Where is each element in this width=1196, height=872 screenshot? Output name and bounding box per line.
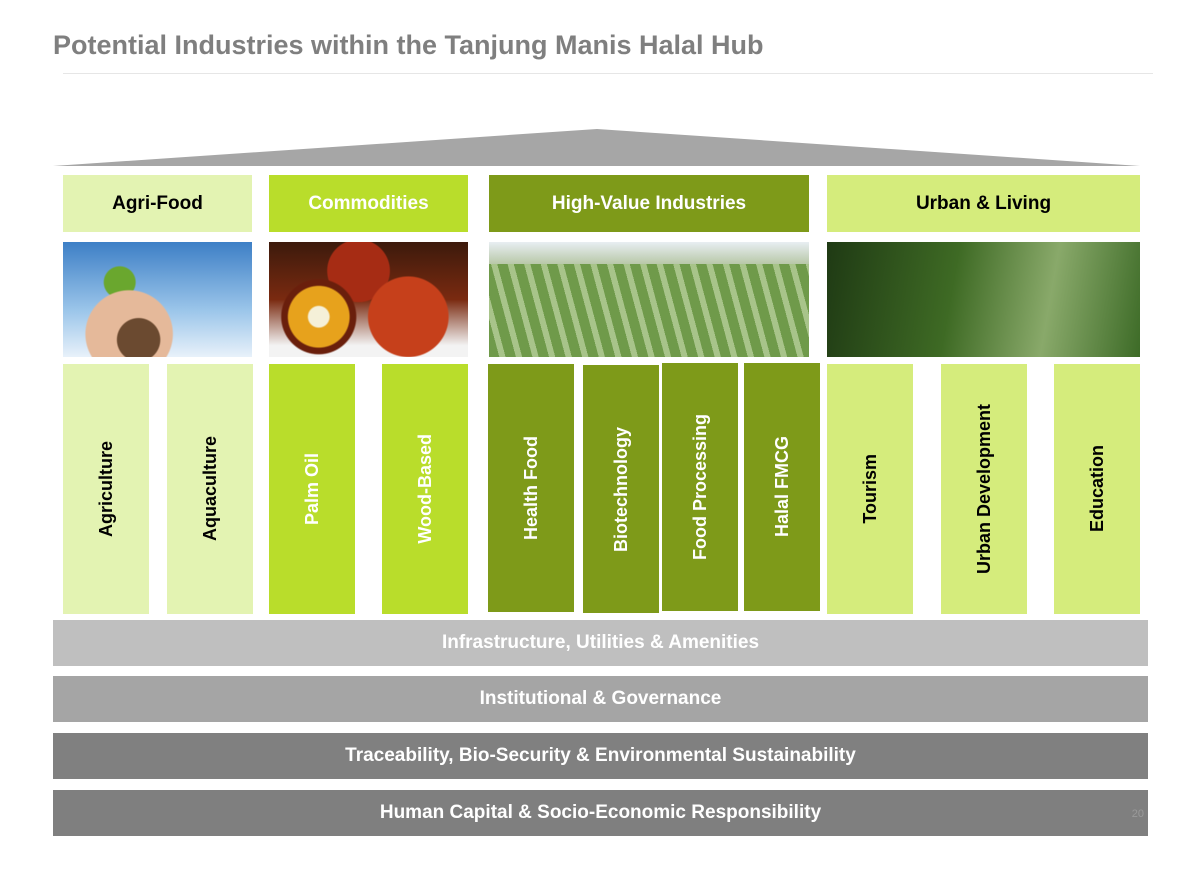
crop-field-image xyxy=(489,242,809,357)
pillar-label: Tourism xyxy=(859,454,880,524)
roof-shape xyxy=(53,129,1140,166)
pillar-label: Food Processing xyxy=(689,413,710,561)
page-number: 20 xyxy=(1131,808,1144,820)
pillar-label: Education xyxy=(1086,445,1107,533)
pillar-label: Health Food xyxy=(520,436,541,540)
page-title: Potential Industries within the Tanjung … xyxy=(53,30,764,60)
pillar-wood-based: Wood-Based xyxy=(382,364,468,614)
header-commodities: Commodities xyxy=(269,175,468,232)
foundation-infrastructure: Infrastructure, Utilities & Amenities xyxy=(53,620,1148,666)
pillar-label: Aquaculture xyxy=(199,436,220,542)
pillar-palm-oil: Palm Oil xyxy=(269,364,355,614)
pillar-label: Palm Oil xyxy=(301,452,322,526)
pillar-halal-fmcg: Halal FMCG xyxy=(744,363,820,611)
title-divider xyxy=(63,73,1153,74)
forest-boardwalk-image xyxy=(827,242,1140,357)
header-urban-living: Urban & Living xyxy=(827,175,1140,232)
header-agri-food: Agri-Food xyxy=(63,175,252,232)
pillar-biotechnology: Biotechnology xyxy=(583,365,659,613)
pillar-education: Education xyxy=(1054,364,1140,614)
pillar-label: Urban Development xyxy=(973,403,994,575)
palm-oil-image xyxy=(269,242,468,357)
pillar-label: Wood-Based xyxy=(414,434,435,544)
pillar-health-food: Health Food xyxy=(488,364,574,612)
foundation-human-capital: Human Capital & Socio-Economic Responsib… xyxy=(53,790,1148,836)
seedling-image xyxy=(63,242,252,357)
foundation-sustainability: Traceability, Bio-Security & Environment… xyxy=(53,733,1148,779)
pillar-aquaculture: Aquaculture xyxy=(167,364,253,614)
header-high-value-industries: High-Value Industries xyxy=(489,175,809,232)
pillar-label: Biotechnology xyxy=(610,426,631,552)
pillar-urban-development: Urban Development xyxy=(941,364,1027,614)
pillar-tourism: Tourism xyxy=(827,364,913,614)
pillar-label: Halal FMCG xyxy=(771,436,792,538)
pillar-label: Agriculture xyxy=(95,440,116,537)
foundation-governance: Institutional & Governance xyxy=(53,676,1148,722)
pillar-agriculture: Agriculture xyxy=(63,364,149,614)
pillar-food-processing: Food Processing xyxy=(662,363,738,611)
